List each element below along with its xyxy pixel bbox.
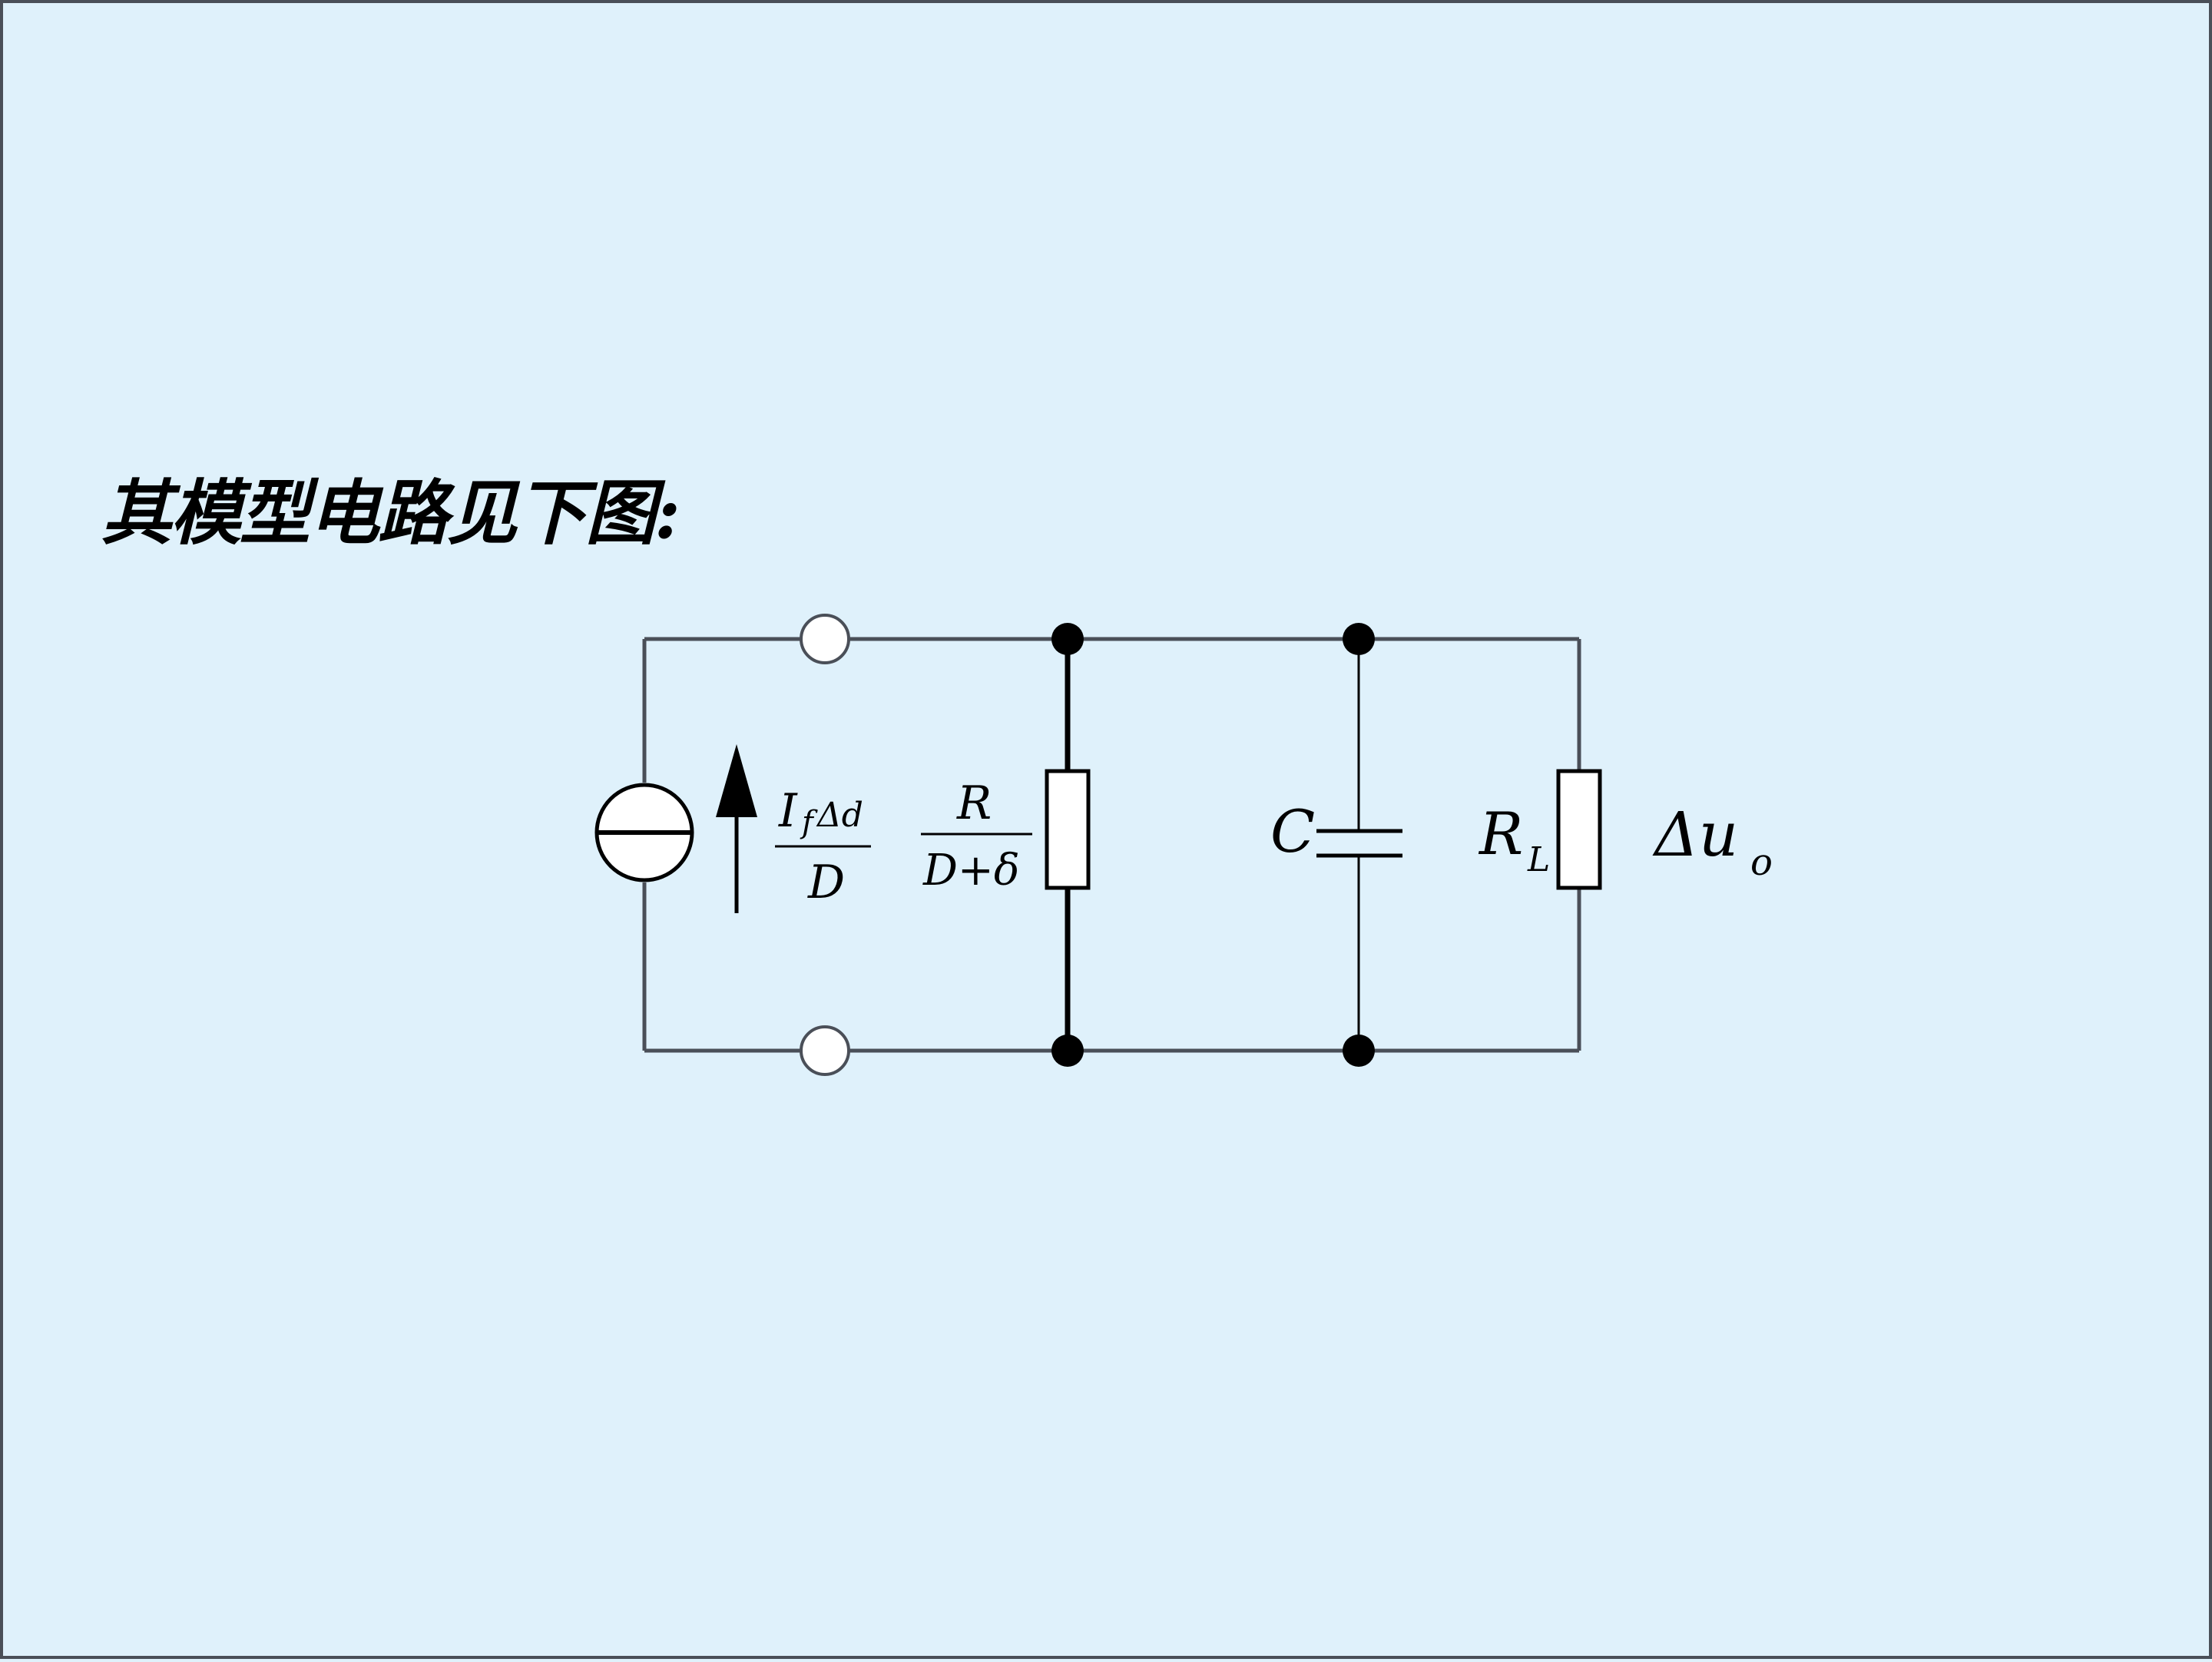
capacitor-label: C (1270, 797, 1315, 866)
junction-dot-icon (1343, 623, 1375, 655)
source-label: I f Δd D (775, 784, 871, 909)
terminal-icon (800, 614, 850, 664)
junction-dot-icon (1051, 1035, 1084, 1067)
circuit-diagram: I f Δd D R D+δ C R L (594, 614, 1773, 1076)
output-label-sub: o (1750, 841, 1773, 884)
source-label-denominator: D (807, 856, 845, 909)
source-label-numerator: I (778, 784, 798, 838)
resistor-icon (1045, 769, 1091, 890)
terminal-icon (800, 1025, 850, 1076)
resistor-d-label-numerator: R (956, 776, 992, 830)
capacitor-icon (1316, 829, 1402, 858)
output-label: Δu o (1652, 799, 1773, 884)
load-resistor-sub: L (1527, 840, 1550, 879)
current-arrow-icon (716, 744, 757, 913)
load-resistor-label: R (1478, 800, 1523, 868)
resistor-d-label-denominator: D+δ (922, 846, 1020, 896)
current-source-icon (594, 783, 694, 882)
page-title: 其模型电路见下图: (101, 472, 680, 555)
junction-dot-icon (1051, 623, 1084, 655)
source-label-numerator-sub: f (800, 805, 818, 840)
output-label-main: Δu (1652, 799, 1738, 870)
source-label-numerator-tail: Δd (816, 796, 863, 835)
resistor-icon (1556, 769, 1602, 890)
resistor-d-label: R D+δ (921, 776, 1032, 896)
junction-dot-icon (1343, 1035, 1375, 1067)
